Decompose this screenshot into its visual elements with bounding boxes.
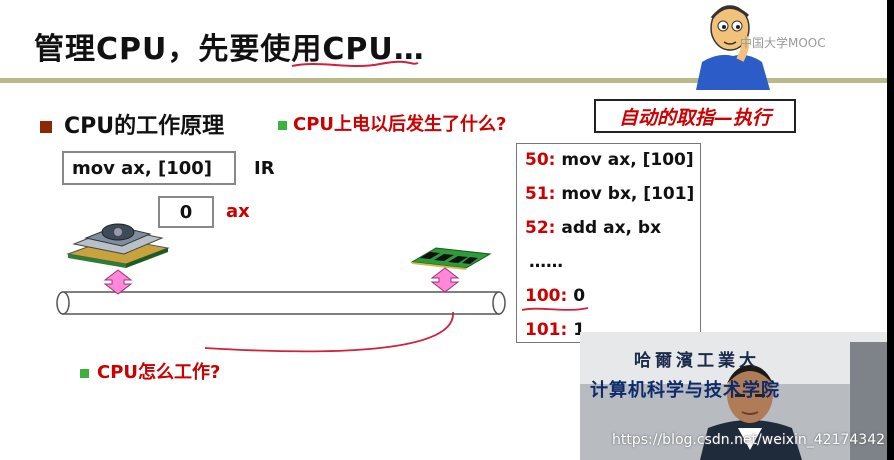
memory-module-icon (410, 247, 492, 270)
bullet-power-on: CPU上电以后发生了什么? (278, 110, 506, 136)
ax-register-box: 0 (158, 196, 214, 228)
lecturer-video[interactable]: 哈爾濱工業大 计算机科学与技术学院 (580, 332, 887, 460)
memory-row: 101: 1 (525, 320, 586, 340)
title-rule (0, 78, 887, 83)
auto-fetch-execute-box: 自动的取指—执行 (594, 99, 796, 133)
bullet-square-icon (278, 120, 287, 130)
system-bus-diagram (56, 267, 506, 353)
cpu-chip-icon (66, 223, 170, 268)
bullet-square-icon (40, 121, 52, 133)
bullet-cpu-principle: CPU的工作原理 (40, 108, 224, 140)
memory-row: 52: add ax, bx (525, 218, 662, 238)
memory-row: 100: 0 (525, 286, 586, 306)
csdn-watermark: https://blog.csdn.net/weixin_42174342 (612, 432, 886, 448)
slide-title: 管理CPU，先要使用CPU… (34, 32, 425, 67)
video-sign-university: 哈爾濱工業大 (634, 351, 760, 371)
ax-label: ax (226, 201, 250, 222)
right-border-strip (887, 0, 894, 460)
memory-row: 50: mov ax, [100] (525, 150, 694, 170)
memory-row: …… (529, 252, 563, 272)
ir-register-box: mov ax, [100] (62, 151, 236, 185)
bullet-how-cpu-works: CPU怎么工作? (80, 358, 220, 384)
bullet-square-icon (80, 368, 89, 378)
mooc-logo: 中国大学MOOC (740, 36, 826, 50)
cartoon-thinker-icon (696, 5, 770, 90)
video-sign-school: 计算机科学与技术学院 (590, 380, 780, 401)
ir-label: IR (254, 158, 275, 179)
pen-underline-memory (521, 307, 589, 311)
lecturer-video-frame (580, 332, 887, 460)
memory-row: 51: mov bx, [101] (525, 184, 695, 204)
pen-underline (291, 60, 419, 67)
